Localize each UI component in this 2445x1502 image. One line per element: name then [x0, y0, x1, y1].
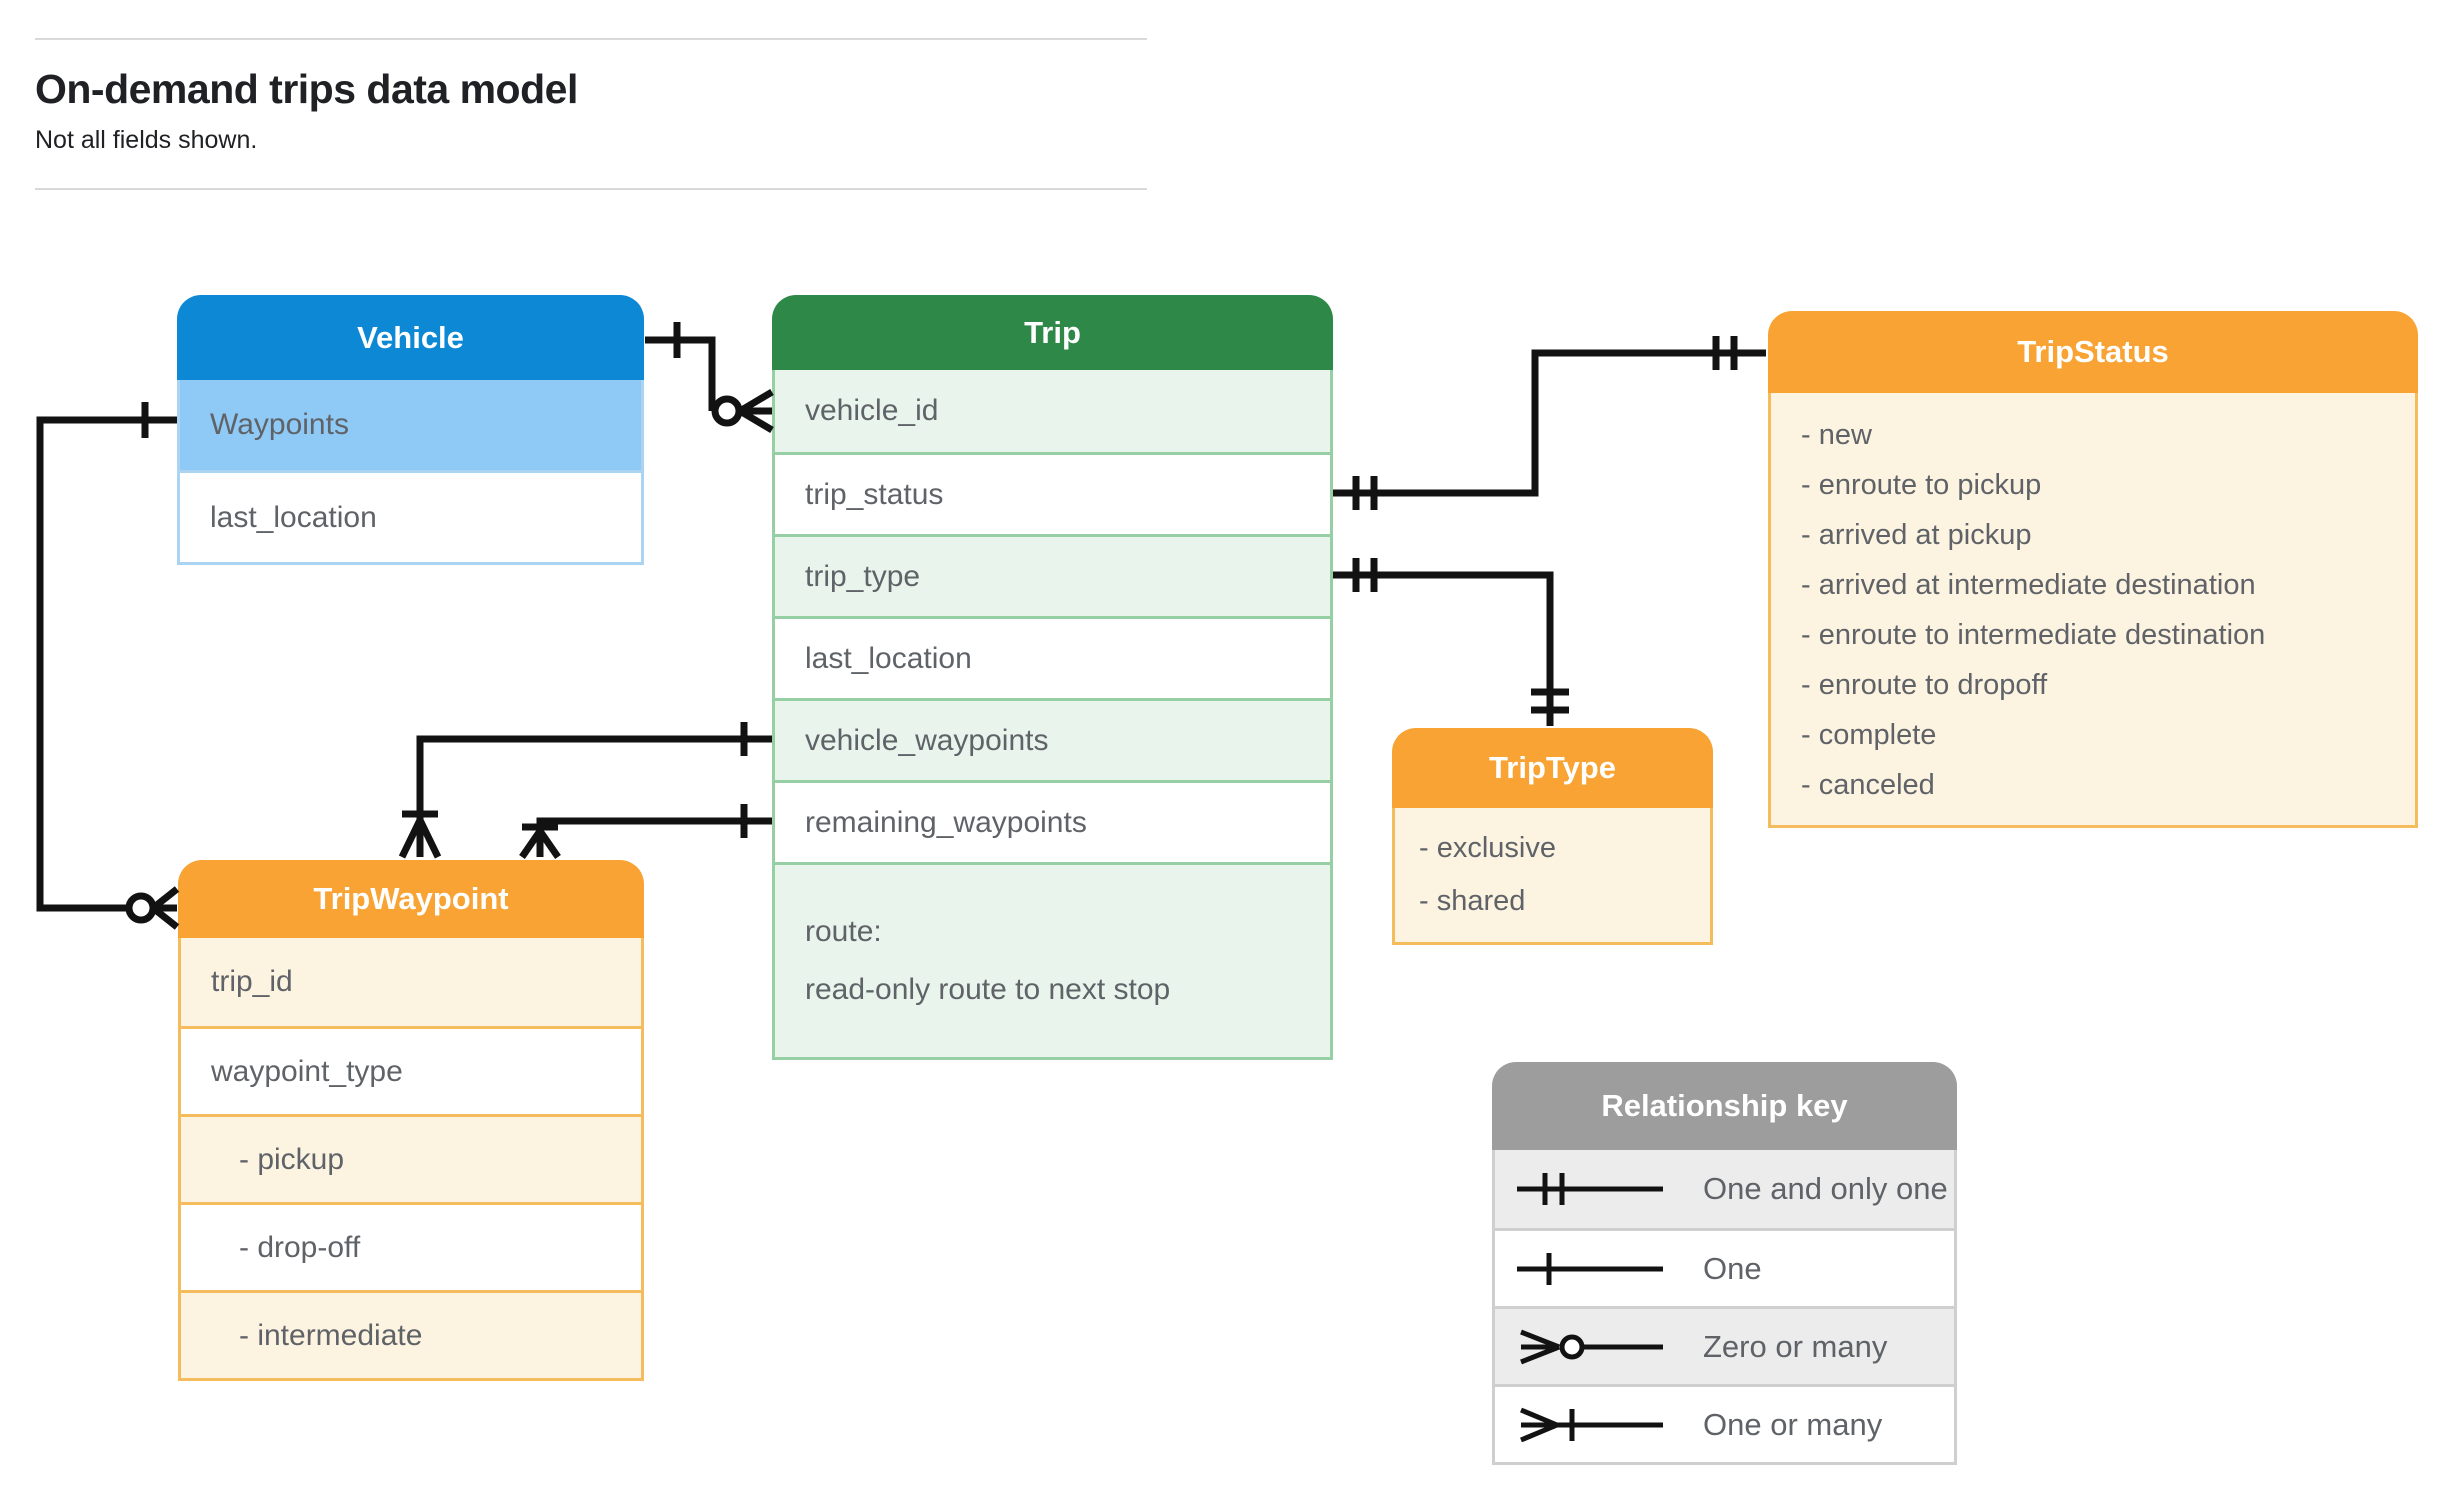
enum-value: - enroute to intermediate destination	[1801, 619, 2266, 651]
enum-value: - enroute to pickup	[1801, 469, 2042, 501]
field-label: remaining_waypoints	[805, 805, 1087, 839]
legend-row-one: One	[1495, 1228, 1954, 1306]
entity-trip-title: Trip	[772, 295, 1333, 370]
legend-row-one-or-many: One or many	[1495, 1384, 1954, 1462]
field-sublabel: read-only route to next stop	[805, 973, 1171, 1006]
entity-trip-fields: vehicle_id trip_status trip_type last_lo…	[772, 370, 1333, 1060]
crow-foot-many	[153, 889, 177, 927]
legend-row-one-and-only-one: One and only one	[1495, 1150, 1954, 1228]
field-label: - drop-off	[239, 1230, 361, 1264]
one-and-only-one-symbol	[1517, 1173, 1663, 1205]
field-label: trip_type	[805, 559, 921, 593]
entity-trip-type: TripType - exclusive - shared	[1392, 728, 1713, 945]
legend-label: One and only one	[1703, 1171, 1948, 1206]
field-label: last_location	[210, 500, 377, 534]
field-row-trip-id: trip_id	[181, 938, 641, 1026]
enum-value: - canceled	[1801, 769, 1935, 801]
crow-foot-many	[740, 392, 772, 430]
entity-trip-status: TripStatus - new - enroute to pickup - a…	[1768, 311, 2418, 828]
connector-trip-to-tripstatus	[1333, 336, 1766, 510]
zero-or-many-symbol	[1520, 1329, 1663, 1364]
field-label: Waypoints	[210, 408, 349, 441]
field-row-intermediate: - intermediate	[181, 1290, 641, 1378]
connector-trip-remaining-waypoints-to-tripwaypoint	[522, 804, 772, 857]
field-row-remaining-waypoints: remaining_waypoints	[775, 780, 1330, 862]
enum-value: - arrived at pickup	[1801, 519, 2032, 551]
entity-trip-waypoint-title: TripWaypoint	[178, 860, 644, 938]
connector-trip-vehicle-waypoints-to-tripwaypoint	[402, 722, 772, 857]
entity-trip-status-title: TripStatus	[1768, 311, 2418, 393]
title-divider-top	[35, 38, 1147, 40]
field-label: trip_id	[211, 965, 293, 998]
entity-trip-waypoint-fields: trip_id waypoint_type - pickup - drop-of…	[178, 938, 644, 1381]
field-label: vehicle_id	[805, 394, 939, 427]
field-row-route: route: read-only route to next stop	[775, 862, 1330, 1057]
enum-value: - new	[1801, 419, 1872, 451]
entity-vehicle-title: Vehicle	[177, 295, 644, 380]
field-label: route:	[805, 915, 882, 948]
crow-foot-many	[522, 831, 558, 857]
field-label: waypoint_type	[211, 1054, 403, 1088]
field-row-drop-off: - drop-off	[181, 1202, 641, 1290]
entity-trip: Trip vehicle_id trip_status trip_type la…	[772, 295, 1333, 1060]
enum-value: - arrived at intermediate destination	[1801, 569, 2256, 601]
field-label: last_location	[805, 641, 972, 675]
legend-label: One or many	[1703, 1406, 1883, 1442]
entity-trip-type-values: - exclusive - shared	[1392, 808, 1713, 945]
entity-vehicle: Vehicle Waypoints last_location	[177, 295, 644, 565]
crow-foot-many	[402, 820, 438, 857]
zero-circle	[129, 896, 153, 920]
field-row-last-location: last_location	[180, 470, 641, 562]
legend-label: Zero or many	[1703, 1328, 1888, 1364]
zero-circle	[715, 399, 739, 423]
page-subtitle: Not all fields shown.	[35, 126, 258, 154]
relationship-key-rows: One and only one One Zer	[1492, 1150, 1957, 1465]
entity-vehicle-fields: Waypoints last_location	[177, 380, 644, 565]
field-row-vehicle-id: vehicle_id	[775, 370, 1330, 452]
field-row-waypoints: Waypoints	[180, 380, 641, 470]
title-divider-bottom	[35, 188, 1147, 190]
legend-label: One	[1703, 1250, 1762, 1286]
enum-value: - enroute to dropoff	[1801, 669, 2048, 701]
field-row-vehicle-waypoints: vehicle_waypoints	[775, 698, 1330, 780]
relationship-key-title: Relationship key	[1492, 1062, 1957, 1150]
connector-vehicle-to-trip	[645, 322, 772, 430]
field-row-trip-type: trip_type	[775, 534, 1330, 616]
field-label: - intermediate	[239, 1318, 423, 1352]
entity-trip-status-values: - new - enroute to pickup - arrived at p…	[1768, 393, 2418, 828]
one-or-many-symbol	[1520, 1407, 1663, 1442]
field-row-last-location: last_location	[775, 616, 1330, 698]
page-title: On-demand trips data model	[35, 66, 578, 112]
entity-trip-type-title: TripType	[1392, 728, 1713, 808]
entity-trip-waypoint: TripWaypoint trip_id waypoint_type - pic…	[178, 860, 644, 1381]
field-label: - pickup	[239, 1142, 345, 1176]
connector-vehicle-waypoints-to-tripwaypoint	[40, 402, 177, 927]
enum-value: - complete	[1801, 719, 1937, 751]
field-label: vehicle_waypoints	[805, 723, 1049, 757]
field-row-pickup: - pickup	[181, 1114, 641, 1202]
enum-value: - exclusive	[1419, 832, 1556, 864]
relationship-key: Relationship key One and only one One	[1492, 1062, 1957, 1465]
one-symbol	[1517, 1252, 1663, 1285]
field-row-waypoint-type: waypoint_type	[181, 1026, 641, 1114]
field-label: trip_status	[805, 477, 944, 511]
field-row-trip-status: trip_status	[775, 452, 1330, 534]
legend-row-zero-or-many: Zero or many	[1495, 1306, 1954, 1384]
enum-value: - shared	[1419, 885, 1526, 917]
connector-trip-to-triptype	[1333, 558, 1569, 726]
